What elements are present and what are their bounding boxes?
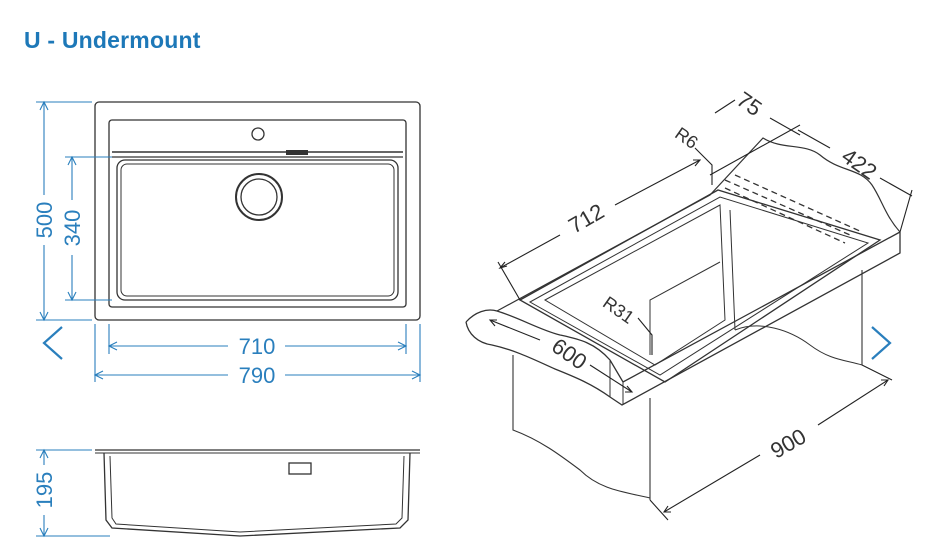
drain-outer xyxy=(235,173,283,221)
top-view xyxy=(94,101,421,321)
next-slide-button[interactable] xyxy=(864,323,900,363)
sink-rim-outline xyxy=(108,119,407,308)
side-view xyxy=(95,449,420,537)
dim-height-outer: 500 xyxy=(32,202,57,239)
top-view-dimensions xyxy=(36,100,422,382)
drain-inner xyxy=(240,178,278,216)
page-title: U - Undermount xyxy=(24,27,201,53)
prev-slide-button[interactable] xyxy=(36,323,72,363)
chevron-left-icon xyxy=(42,326,63,360)
dim-radius-bowl: R31 xyxy=(599,292,638,327)
dim-radius-corner: R6 xyxy=(671,123,701,153)
tap-hole xyxy=(251,127,265,141)
overflow-slot xyxy=(288,462,312,475)
side-view-dimensions xyxy=(36,448,110,538)
dim-back: 422 xyxy=(837,143,881,185)
dim-width-inner: 710 xyxy=(239,334,276,359)
bowl-outline xyxy=(116,159,399,301)
isometric-view xyxy=(465,137,901,500)
dim-cabinet: 900 xyxy=(766,423,810,463)
dim-width-outer: 790 xyxy=(239,363,276,388)
chevron-right-icon xyxy=(871,326,892,360)
sink-outer-outline xyxy=(94,101,421,321)
dim-depth: 195 xyxy=(32,472,57,509)
dim-length: 712 xyxy=(564,198,608,238)
dim-height-inner: 340 xyxy=(60,210,85,247)
dim-top-edge: 75 xyxy=(732,87,766,122)
isometric-dimensions xyxy=(488,99,913,521)
